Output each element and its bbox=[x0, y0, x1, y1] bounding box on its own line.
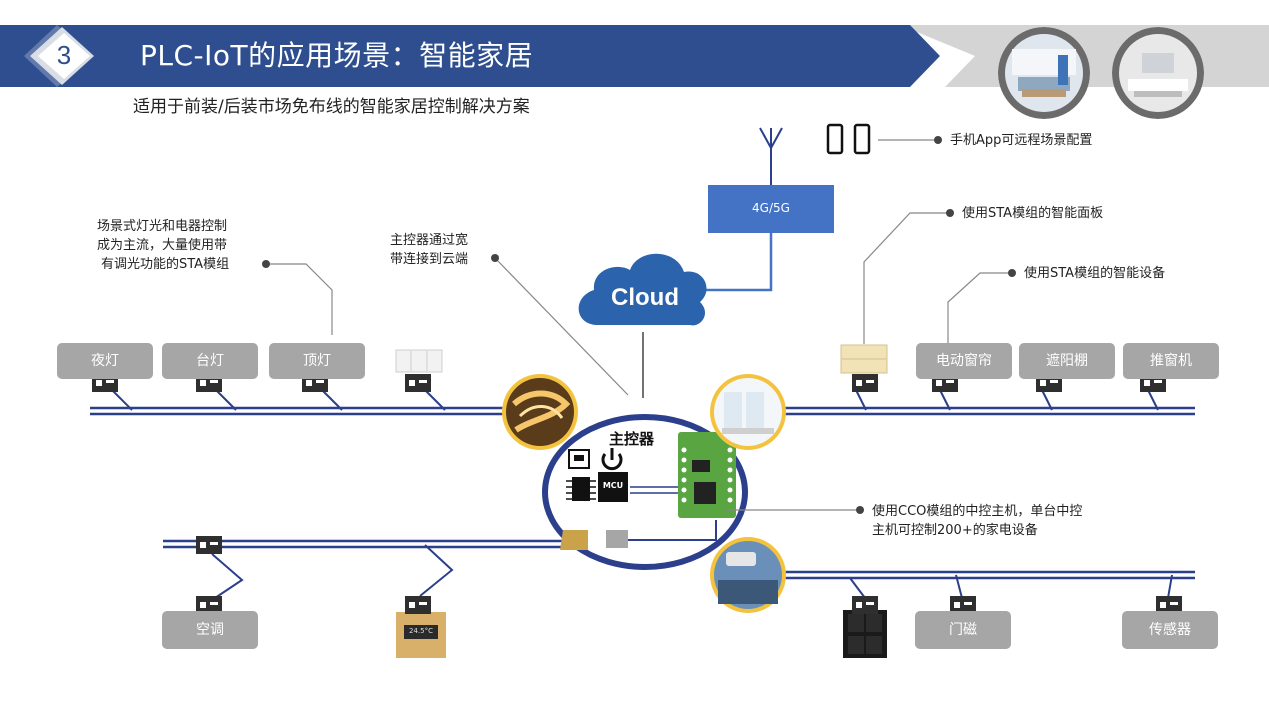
living-room-photo bbox=[998, 27, 1090, 119]
note-smart-panel: 使用STA模组的智能面板 bbox=[962, 206, 1104, 221]
note-lighting-line-3: 有调光功能的STA模组 bbox=[101, 257, 230, 272]
window-photo bbox=[710, 374, 786, 450]
mcu-label: MCU bbox=[602, 481, 624, 490]
phone-icons bbox=[826, 123, 871, 155]
controller-title: 主控器 bbox=[609, 430, 655, 448]
device-door-sensor: 门磁 bbox=[915, 611, 1011, 649]
chip-icon bbox=[572, 477, 590, 501]
cloud-label: Cloud bbox=[611, 284, 679, 311]
black-touch-panel bbox=[843, 610, 887, 658]
bus-line-top-right bbox=[785, 406, 1195, 416]
white-switch-panel bbox=[395, 349, 443, 373]
bus-line-top-left bbox=[90, 406, 510, 416]
note-cco: 使用CCO模组的中控主机，单台中控 主机可控制200+的家电设备 bbox=[872, 502, 1082, 540]
note-cco-line-2: 主机可控制200+的家电设备 bbox=[872, 523, 1038, 538]
device-awning: 遮阳棚 bbox=[1019, 343, 1115, 379]
cco-module-board bbox=[678, 432, 736, 518]
power-icon bbox=[601, 448, 623, 471]
note-broadband-line-2: 带连接到云端 bbox=[390, 252, 469, 267]
note-broadband: 主控器通过宽 带连接到云端 bbox=[390, 231, 468, 269]
page-title: PLC-IoT的应用场景：智能家居 bbox=[140, 39, 534, 72]
bus-line-bottom-right bbox=[748, 570, 1195, 580]
gold-smart-panel bbox=[840, 344, 888, 374]
led-strip-photo bbox=[502, 374, 578, 450]
cloud-icon bbox=[578, 253, 707, 326]
note-smart-device: 使用STA模组的智能设备 bbox=[1024, 266, 1166, 281]
note-cco-line-1: 使用CCO模组的中控主机，单台中控 bbox=[872, 504, 1083, 519]
bedroom-photo bbox=[1112, 27, 1204, 119]
note-phone-app: 手机App可远程场景配置 bbox=[950, 133, 1093, 148]
tower-label: 4G/5G bbox=[752, 201, 790, 215]
camera-photo bbox=[710, 537, 786, 613]
device-desk-lamp: 台灯 bbox=[162, 343, 258, 379]
device-curtain: 电动窗帘 bbox=[916, 343, 1012, 379]
antenna bbox=[759, 127, 783, 185]
note-broadband-line-1: 主控器通过宽 bbox=[390, 233, 469, 248]
thermostat-panel bbox=[396, 612, 446, 658]
page-subtitle: 适用于前装/后装市场免布线的智能家居控制解决方案 bbox=[133, 97, 530, 117]
note-lighting: 场景式灯光和电器控制 成为主流，大量使用带 有调光功能的STA模组 bbox=[97, 217, 229, 274]
device-sensor: 传感器 bbox=[1122, 611, 1218, 649]
device-air-conditioner: 空调 bbox=[162, 611, 258, 649]
mcu-chip-icon bbox=[598, 472, 628, 502]
section-number: 3 bbox=[56, 40, 72, 70]
bus-line-bottom-left bbox=[163, 539, 600, 549]
tower-box bbox=[708, 185, 834, 233]
sta-modules bbox=[92, 374, 1182, 614]
device-night-light: 夜灯 bbox=[57, 343, 153, 379]
device-ceiling-light: 顶灯 bbox=[269, 343, 365, 379]
device-window-opener: 推窗机 bbox=[1123, 343, 1219, 379]
thermostat-readout: 24.5°C bbox=[409, 627, 433, 635]
note-lighting-line-2: 成为主流，大量使用带 bbox=[97, 238, 228, 253]
note-lighting-line-1: 场景式灯光和电器控制 bbox=[97, 219, 228, 234]
